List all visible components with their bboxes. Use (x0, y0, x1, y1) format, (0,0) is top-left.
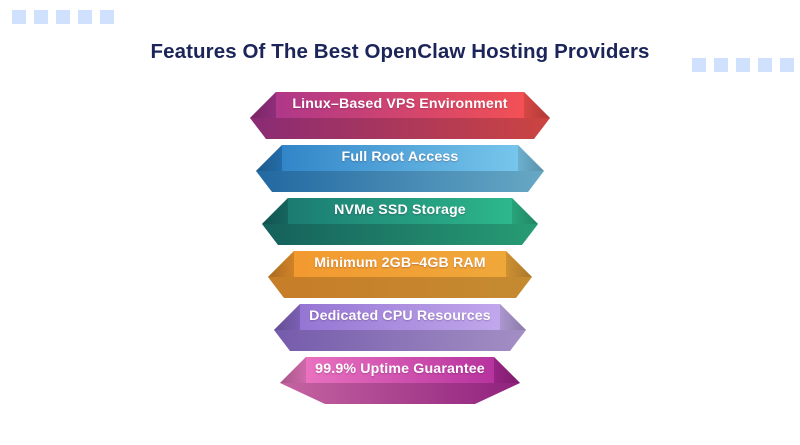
funnel-stage-left-bevel (262, 198, 288, 224)
decorative-square-2 (714, 58, 728, 72)
decorative-square-4 (758, 58, 772, 72)
funnel-stage-left-bevel (250, 92, 276, 118)
funnel-stage-right-bevel (500, 304, 526, 330)
funnel-stage-label: Linux–Based VPS Environment (292, 96, 508, 112)
funnel-stage-front-face (262, 224, 538, 245)
funnel-stage-right-bevel (512, 198, 538, 224)
decorative-square-1 (692, 58, 706, 72)
funnel-stage-front-face (280, 383, 520, 404)
funnel-stage-top-face (280, 357, 520, 383)
funnel-stage-right-bevel (524, 92, 550, 118)
funnel-stage-label: NVMe SSD Storage (334, 202, 466, 218)
funnel-stage-front-face (274, 330, 526, 351)
funnel-stage-label: 99.9% Uptime Guarantee (315, 361, 485, 377)
decorative-square-5 (100, 10, 114, 24)
funnel-stage-front-face (250, 118, 550, 139)
funnel-stage-left-bevel (274, 304, 300, 330)
funnel-stage-right-bevel (494, 357, 520, 383)
decorative-square-2 (34, 10, 48, 24)
funnel-stage-top-face (256, 145, 544, 171)
funnel-stage-label: Minimum 2GB–4GB RAM (314, 255, 486, 271)
funnel-stage-front-face (256, 171, 544, 192)
decorative-square-3 (736, 58, 750, 72)
decorative-squares-top-left (12, 10, 122, 24)
funnel-stage-front-face (268, 277, 532, 298)
funnel-stage-top-face (262, 198, 538, 224)
funnel-stage-right-bevel (506, 251, 532, 277)
decorative-square-1 (12, 10, 26, 24)
funnel-stage-label: Full Root Access (341, 149, 459, 165)
funnel-stage-right-bevel (518, 145, 544, 171)
decorative-square-5 (780, 58, 794, 72)
funnel-stage-left-bevel (268, 251, 294, 277)
decorative-squares-top-right (692, 58, 800, 72)
funnel-stage-left-bevel (280, 357, 306, 383)
page-title: Features Of The Best OpenClaw Hosting Pr… (150, 40, 650, 63)
decorative-square-3 (56, 10, 70, 24)
decorative-square-4 (78, 10, 92, 24)
funnel-stage-top-face (274, 304, 526, 330)
funnel-stage-top-face (250, 92, 550, 118)
funnel-stage-top-face (268, 251, 532, 277)
funnel-stage-left-bevel (256, 145, 282, 171)
funnel-stage-label: Dedicated CPU Resources (309, 308, 491, 324)
